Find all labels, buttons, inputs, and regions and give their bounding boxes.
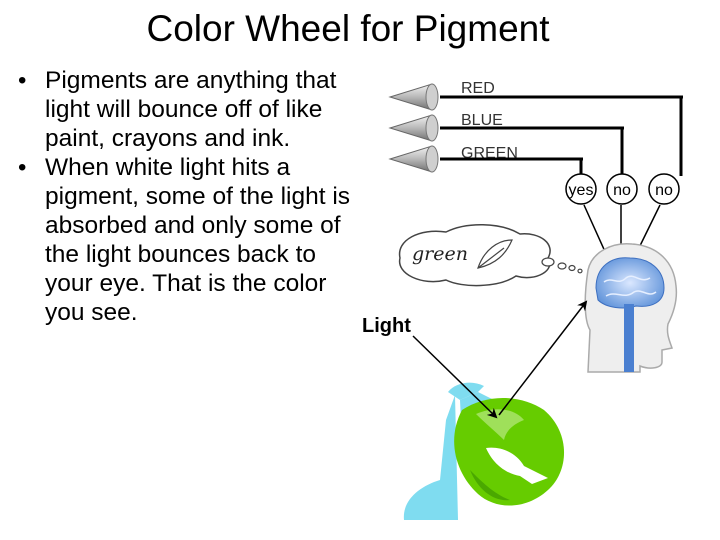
response-yes: yes	[565, 173, 597, 205]
light-label: Light	[362, 315, 411, 337]
bullet-dot: •	[18, 154, 27, 181]
response-no-label: no	[655, 182, 673, 199]
bullet-item: • Pigments are anything that light will …	[18, 66, 368, 153]
cone-green-icon	[388, 145, 439, 173]
cone-label-blue: BLUE	[461, 112, 503, 129]
bullet-item: • When white light hits a pigment, some …	[18, 153, 368, 327]
cone-label-red: RED	[461, 80, 495, 97]
thought-bubble-text: green	[412, 243, 468, 265]
bullet-dot: •	[18, 67, 27, 94]
response-no: no	[648, 173, 680, 205]
leaf-sketch-icon	[477, 239, 513, 269]
slide-title: Color Wheel for Pigment	[146, 8, 550, 49]
response-yes-label: yes	[569, 182, 594, 199]
cone-blue-icon	[388, 114, 439, 142]
green-leaf-icon	[454, 398, 565, 506]
bullet-text: When white light hits a pigment, some of…	[45, 154, 351, 326]
signal-lines	[440, 95, 683, 176]
person-head-icon	[584, 243, 678, 373]
response-no-label: no	[613, 182, 631, 199]
cone-red-icon	[388, 83, 439, 111]
bullet-list: • Pigments are anything that light will …	[18, 66, 368, 327]
response-no: no	[606, 173, 638, 205]
bullet-text: Pigments are anything that light will bo…	[45, 67, 337, 152]
thought-bubble: green	[398, 224, 583, 287]
light-path	[412, 300, 588, 419]
